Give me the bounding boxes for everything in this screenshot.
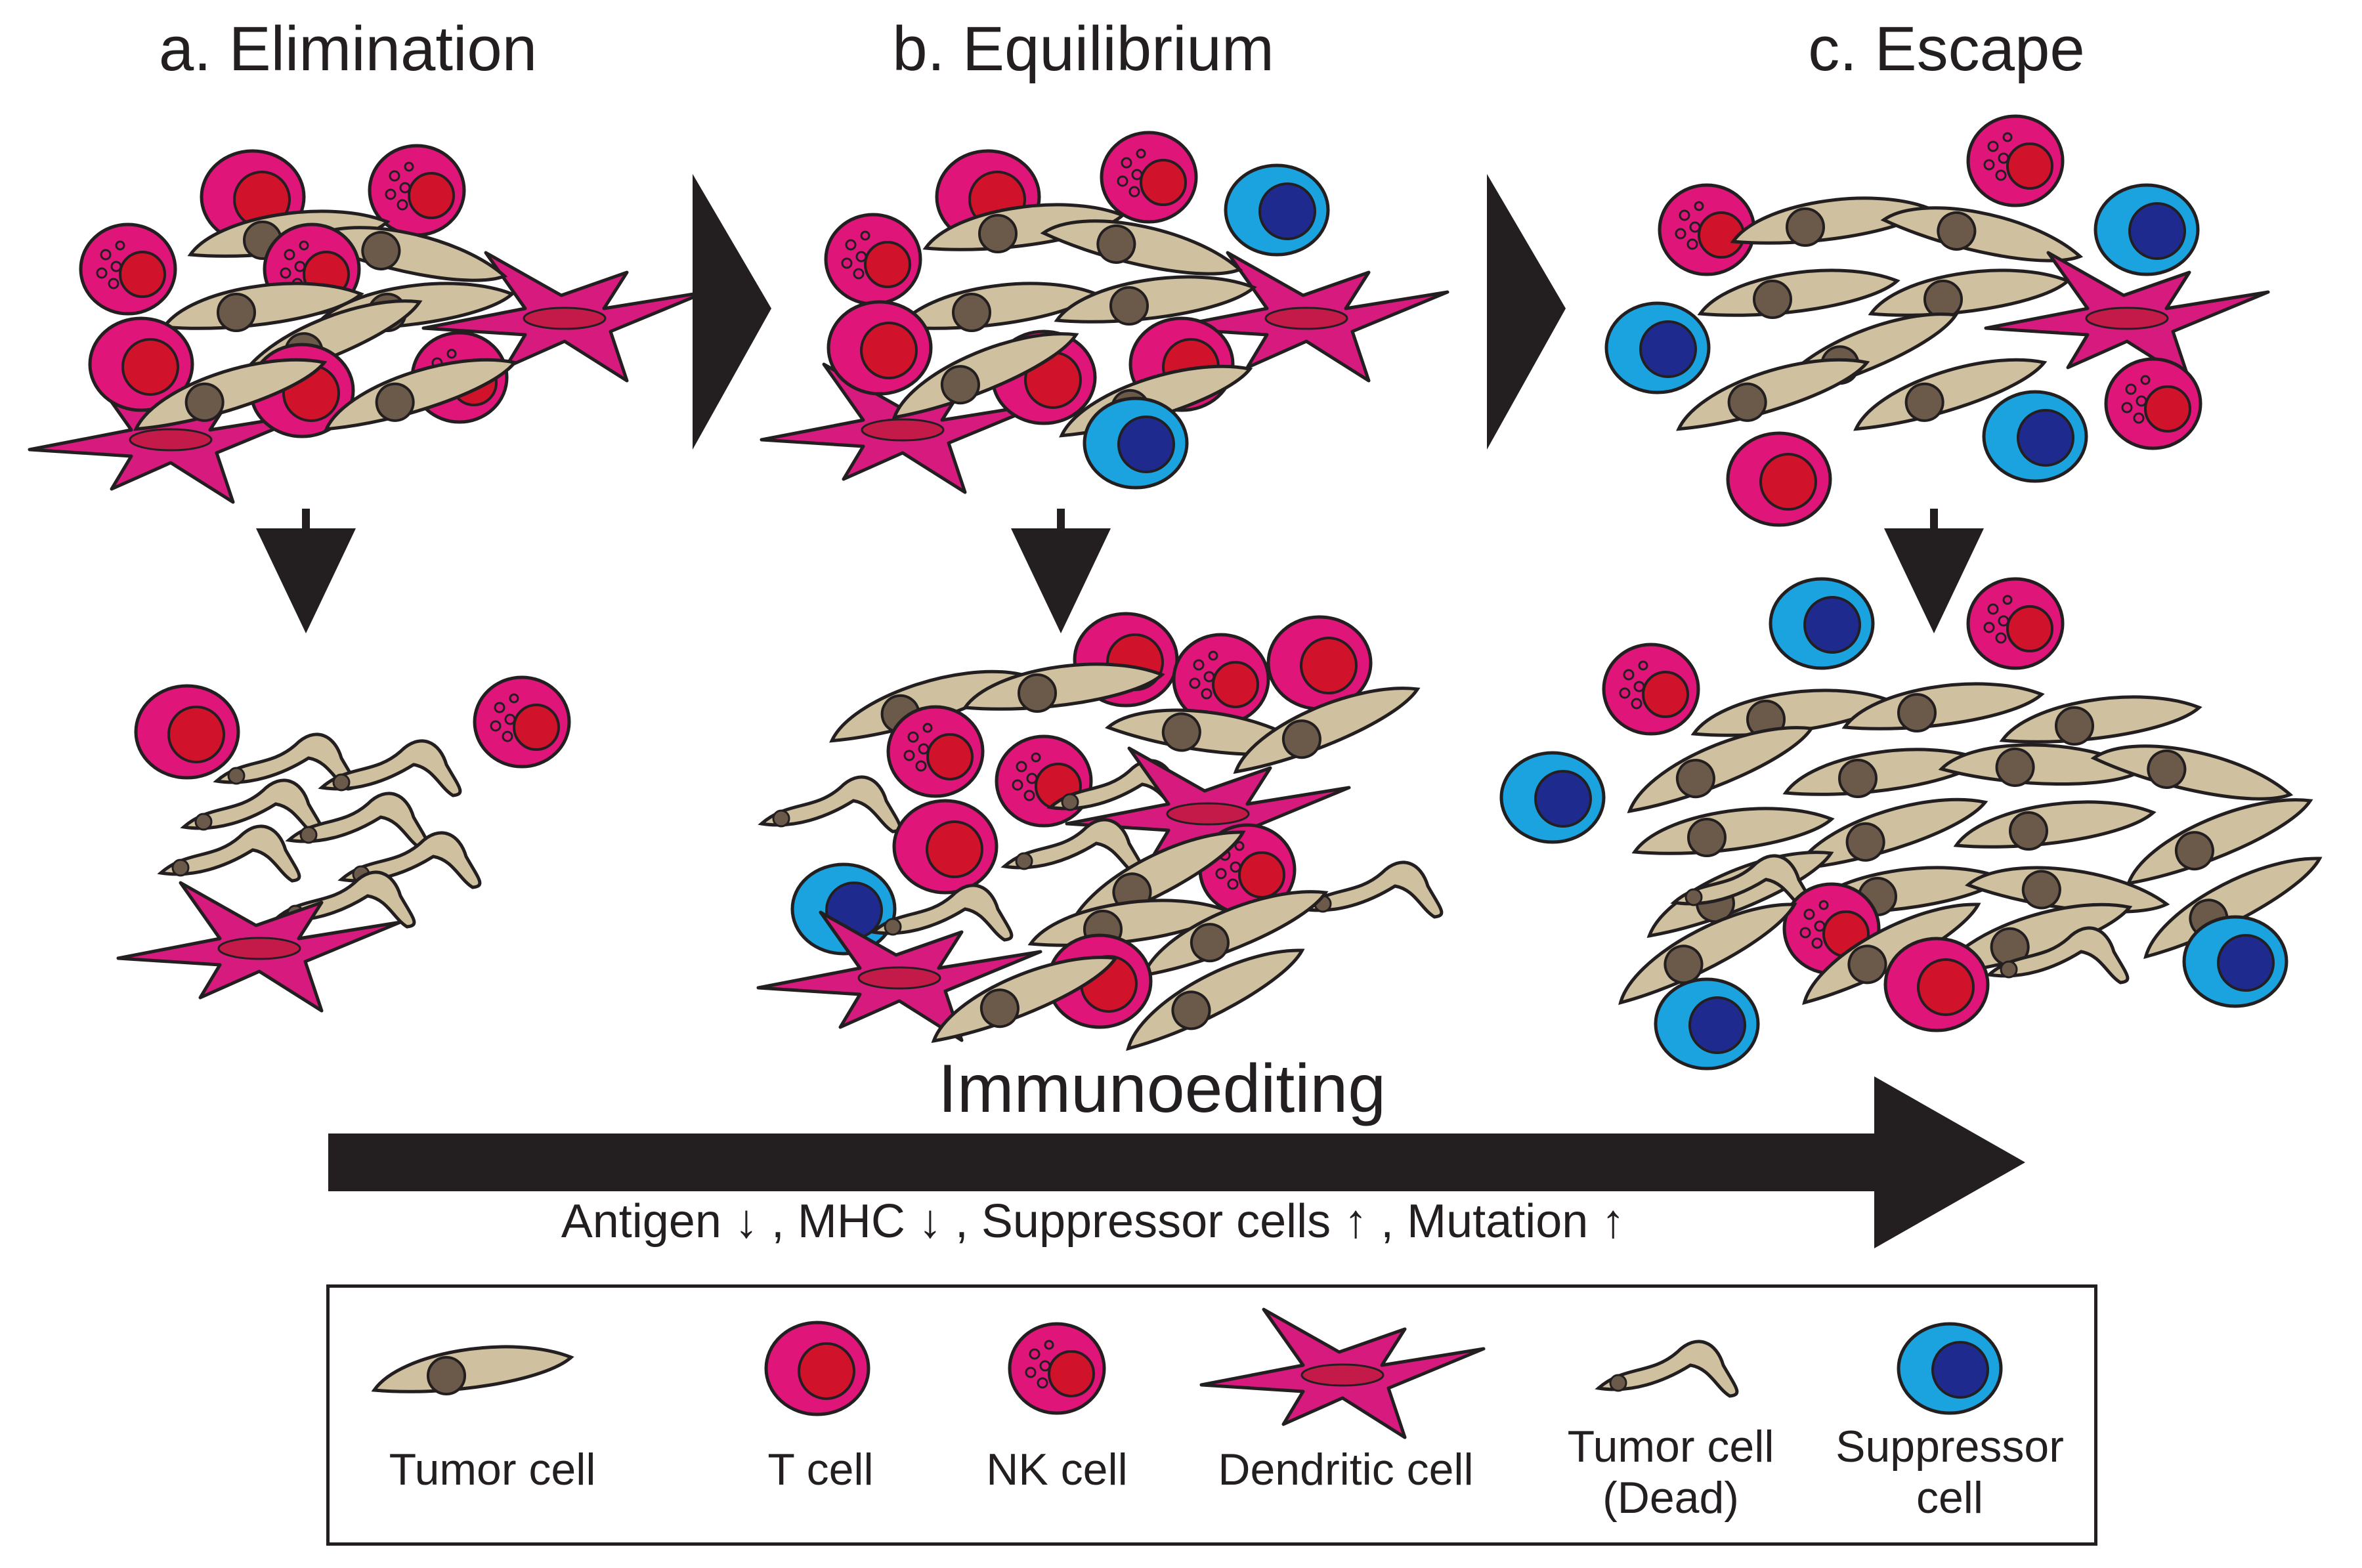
stage-c-result <box>1501 579 2332 1069</box>
legend-label-dead-tumor: Tumor cell (Dead) <box>1568 1421 1774 1523</box>
immunoediting-arrow <box>328 1076 2025 1248</box>
legend-label-dendritic-cell: Dendritic cell <box>1218 1445 1474 1494</box>
legend-label-dead-line1: Tumor cell <box>1567 1422 1774 1472</box>
stage-a-cluster <box>30 146 706 502</box>
stage-b-result <box>758 614 1442 1052</box>
stage-title-escape: c. Escape <box>1808 14 2085 84</box>
stage-arrow-a-b <box>693 174 771 450</box>
legend-label-t-cell: T cell <box>767 1445 874 1494</box>
down-arrow-b <box>1011 509 1111 633</box>
stage-arrow-b-c <box>1487 174 1566 450</box>
legend-label-nk-cell: NK cell <box>986 1445 1128 1494</box>
legend-box <box>326 1284 2097 1546</box>
immunoediting-label: Immunoediting <box>937 1051 1386 1127</box>
stage-a-result <box>118 677 569 1011</box>
legend-label-suppressor: Suppressor cell <box>1836 1421 2064 1523</box>
stage-c-cluster <box>1606 116 2268 525</box>
legend-label-dead-line2: (Dead) <box>1602 1473 1739 1523</box>
down-arrow-c <box>1884 509 1984 633</box>
stage-title-equilibrium: b. Equilibrium <box>892 14 1274 84</box>
changes-label: Antigen ↓ , MHC ↓ , Suppressor cells ↑ ,… <box>561 1195 1625 1248</box>
stage-title-elimination: a. Elimination <box>158 14 538 84</box>
legend-label-suppressor-line1: Suppressor <box>1836 1422 2064 1472</box>
legend-label-suppressor-line2: cell <box>1916 1473 1984 1523</box>
stage-b-cluster <box>762 133 1448 492</box>
down-arrow-a <box>256 509 356 633</box>
legend-label-tumor-cell: Tumor cell <box>389 1445 596 1494</box>
